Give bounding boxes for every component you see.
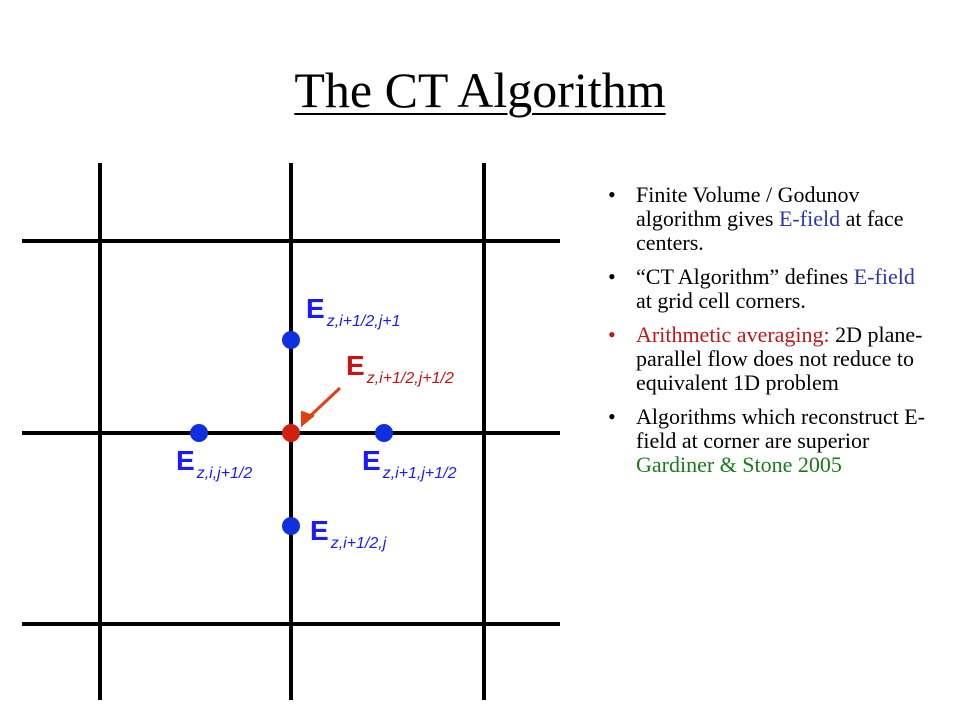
slide-title: The CT Algorithm	[294, 62, 666, 118]
point-right	[375, 424, 393, 442]
point-center	[282, 424, 300, 442]
bullet-3: Arithmetic averaging: 2D plane-parallel …	[608, 323, 928, 395]
point-top	[282, 331, 300, 349]
bullet-4: Algorithms which reconstruct E-field at …	[608, 405, 928, 477]
point-bottom	[282, 517, 300, 535]
arrow-shaft	[306, 386, 342, 420]
bullet-2: “CT Algorithm” defines E-field at grid c…	[608, 265, 928, 313]
bullet-list: Finite Volume / Godunov algorithm gives …	[608, 183, 928, 487]
arrow-head	[301, 410, 315, 428]
point-left	[190, 424, 208, 442]
bullet-1: Finite Volume / Godunov algorithm gives …	[608, 183, 928, 255]
